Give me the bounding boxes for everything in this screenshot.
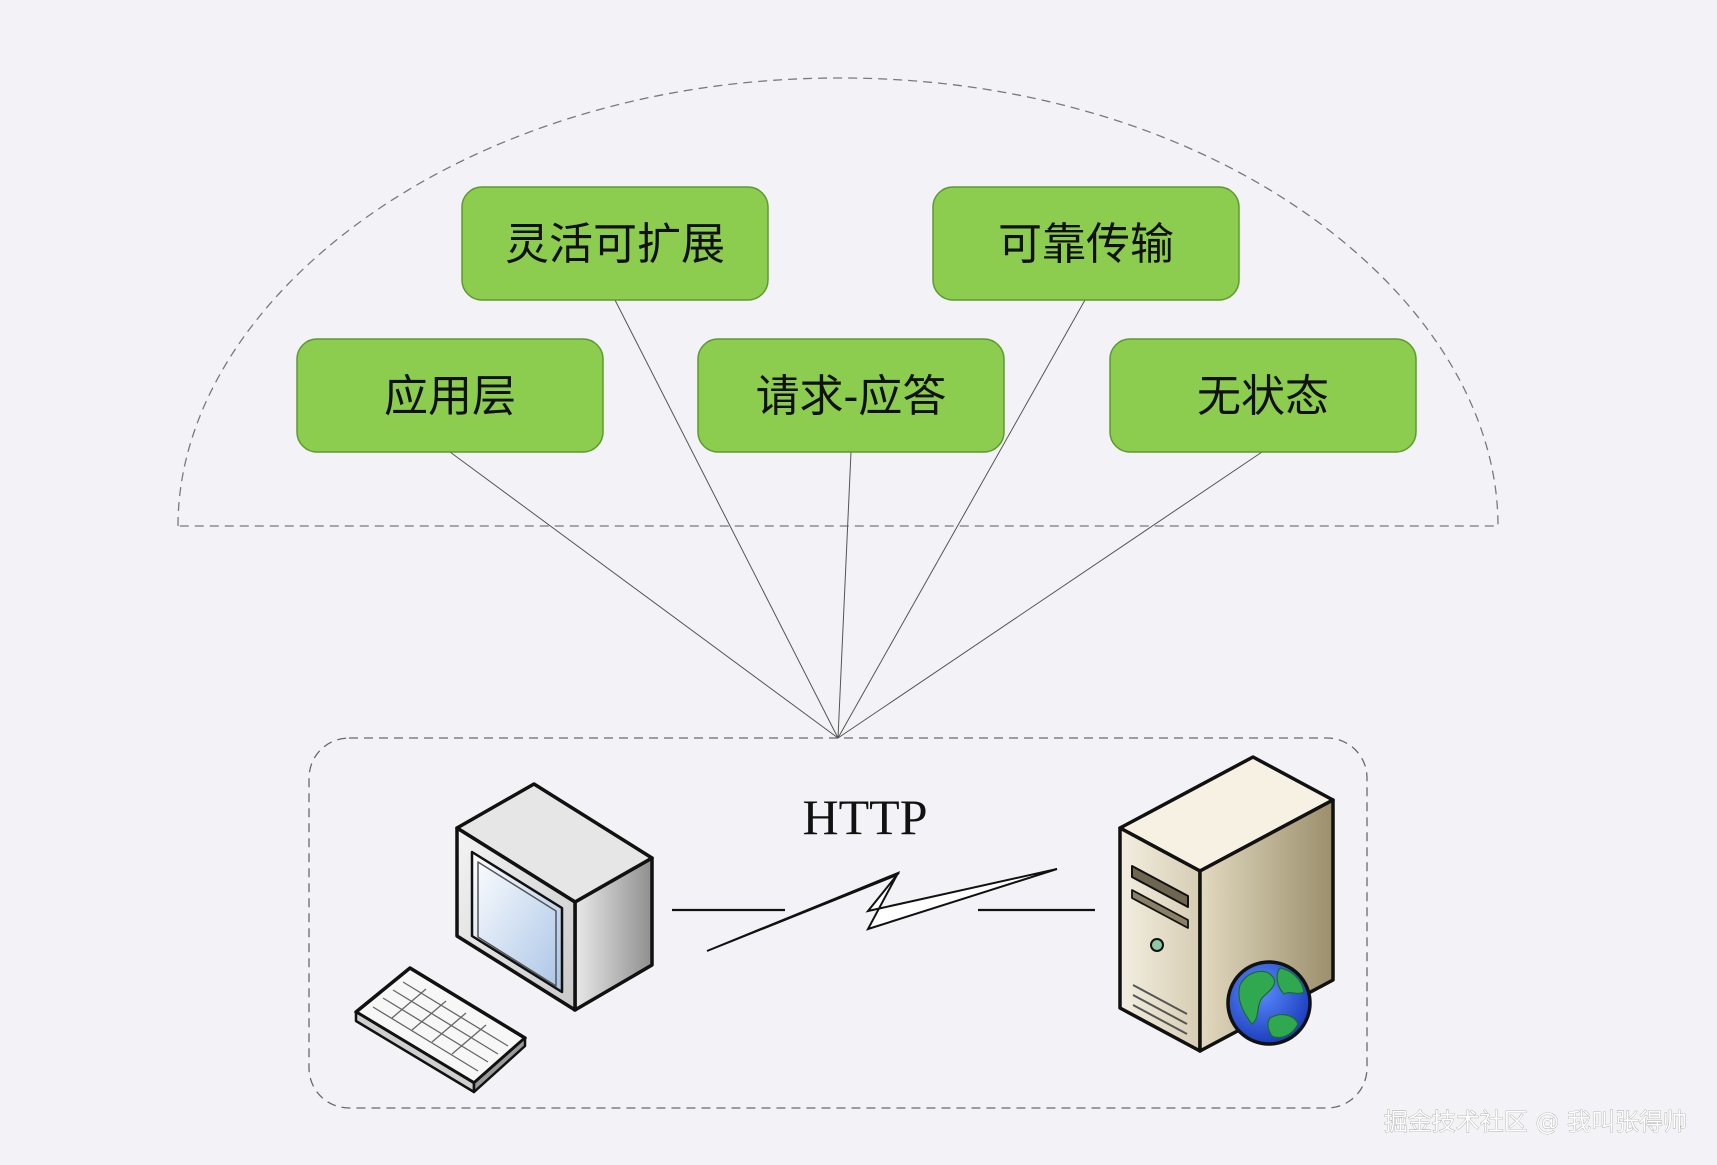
feature-node-app-layer: 应用层	[296, 338, 604, 453]
feature-label-stateless: 无状态	[1197, 371, 1329, 422]
connector-flexible	[614, 299, 839, 739]
lightning-link-icon	[672, 868, 1095, 952]
feature-label-flexible: 灵活可扩展	[505, 219, 725, 270]
connector-stateless	[837, 451, 1263, 739]
connector-app-layer	[449, 451, 839, 739]
feature-node-request-response: 请求-应答	[697, 338, 1005, 453]
feature-node-reliable: 可靠传输	[932, 186, 1240, 301]
connector-reliable	[837, 299, 1086, 739]
globe-icon	[1226, 960, 1312, 1046]
watermark-text: 掘金技术社区 @ 我叫张得帅	[1384, 1108, 1687, 1136]
feature-label-app-layer: 应用层	[384, 371, 516, 422]
feature-connectors	[449, 299, 1263, 739]
feature-node-flexible: 灵活可扩展	[461, 186, 769, 301]
feature-label-request-response: 请求-应答	[756, 371, 947, 422]
feature-node-stateless: 无状态	[1109, 338, 1417, 453]
connector-request-response	[837, 451, 852, 739]
protocol-label: HTTP	[803, 789, 928, 845]
feature-label-reliable: 可靠传输	[998, 219, 1174, 270]
desktop-computer-icon	[455, 782, 654, 1012]
keyboard-icon	[354, 966, 527, 1094]
features-boundary	[177, 77, 1499, 527]
